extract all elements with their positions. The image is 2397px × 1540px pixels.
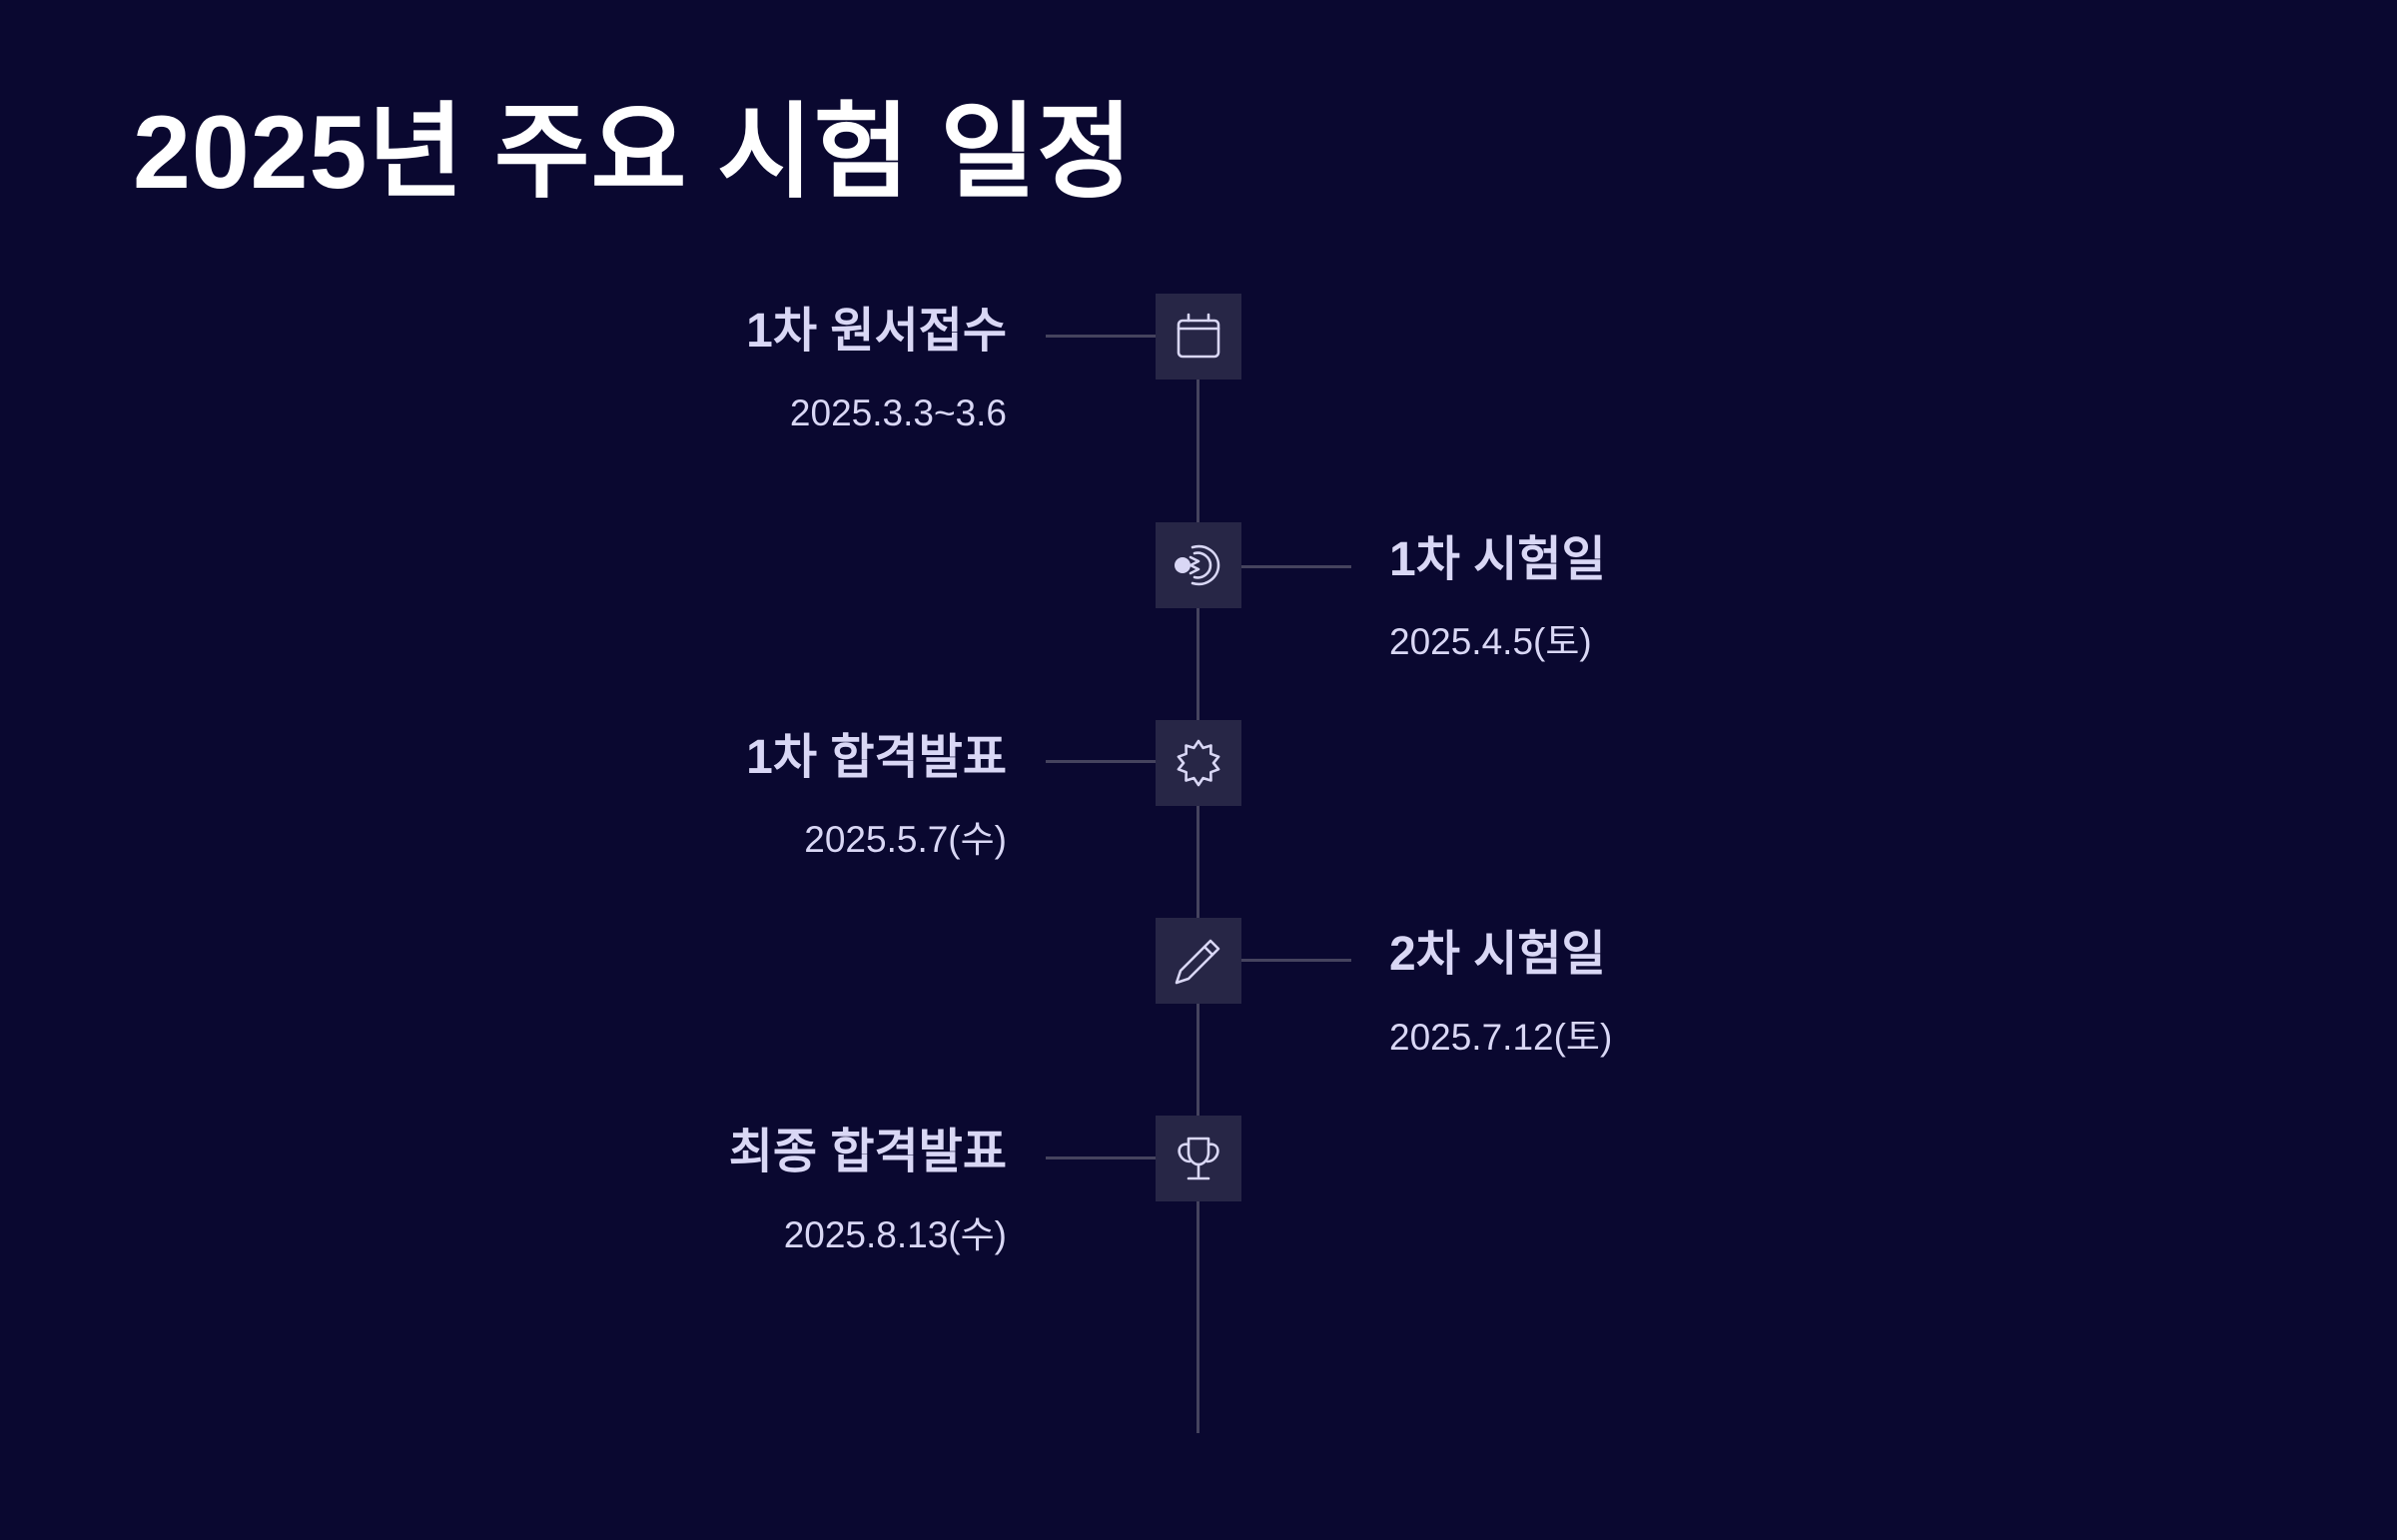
event-title: 2차 시험일 [1389, 928, 1606, 981]
timeline-spine [1197, 370, 1199, 1433]
pencil-icon [1175, 939, 1220, 985]
page-title: 2025년 주요 시험 일정 [133, 95, 1134, 211]
event-title: 1차 원서접수 [746, 305, 1007, 358]
event-date: 2025.4.5(토) [1389, 621, 1592, 662]
icon-box [1156, 720, 1241, 806]
event-title: 최종 합격발표 [728, 1126, 1007, 1178]
event-date: 2025.7.12(토) [1389, 1017, 1613, 1058]
connector-line [1046, 335, 1156, 338]
icon-box [1156, 294, 1241, 380]
connector-line [1241, 959, 1351, 962]
event-date: 2025.5.7(수) [804, 819, 1007, 860]
icon-box [1156, 918, 1241, 1004]
event-title: 1차 시험일 [1389, 533, 1606, 586]
event-date: 2025.8.13(수) [783, 1214, 1007, 1255]
icon-box [1156, 1116, 1241, 1201]
icon-box [1156, 522, 1241, 608]
trophy-icon [1178, 1137, 1219, 1180]
badge-icon [1177, 739, 1220, 787]
connector-line [1046, 1156, 1156, 1159]
brain-icon [1175, 544, 1220, 586]
event-title: 1차 합격발표 [746, 731, 1007, 784]
connector-line [1046, 760, 1156, 763]
calendar-icon [1177, 313, 1220, 359]
event-date: 2025.3.3~3.6 [789, 392, 1007, 433]
connector-line [1241, 565, 1351, 568]
